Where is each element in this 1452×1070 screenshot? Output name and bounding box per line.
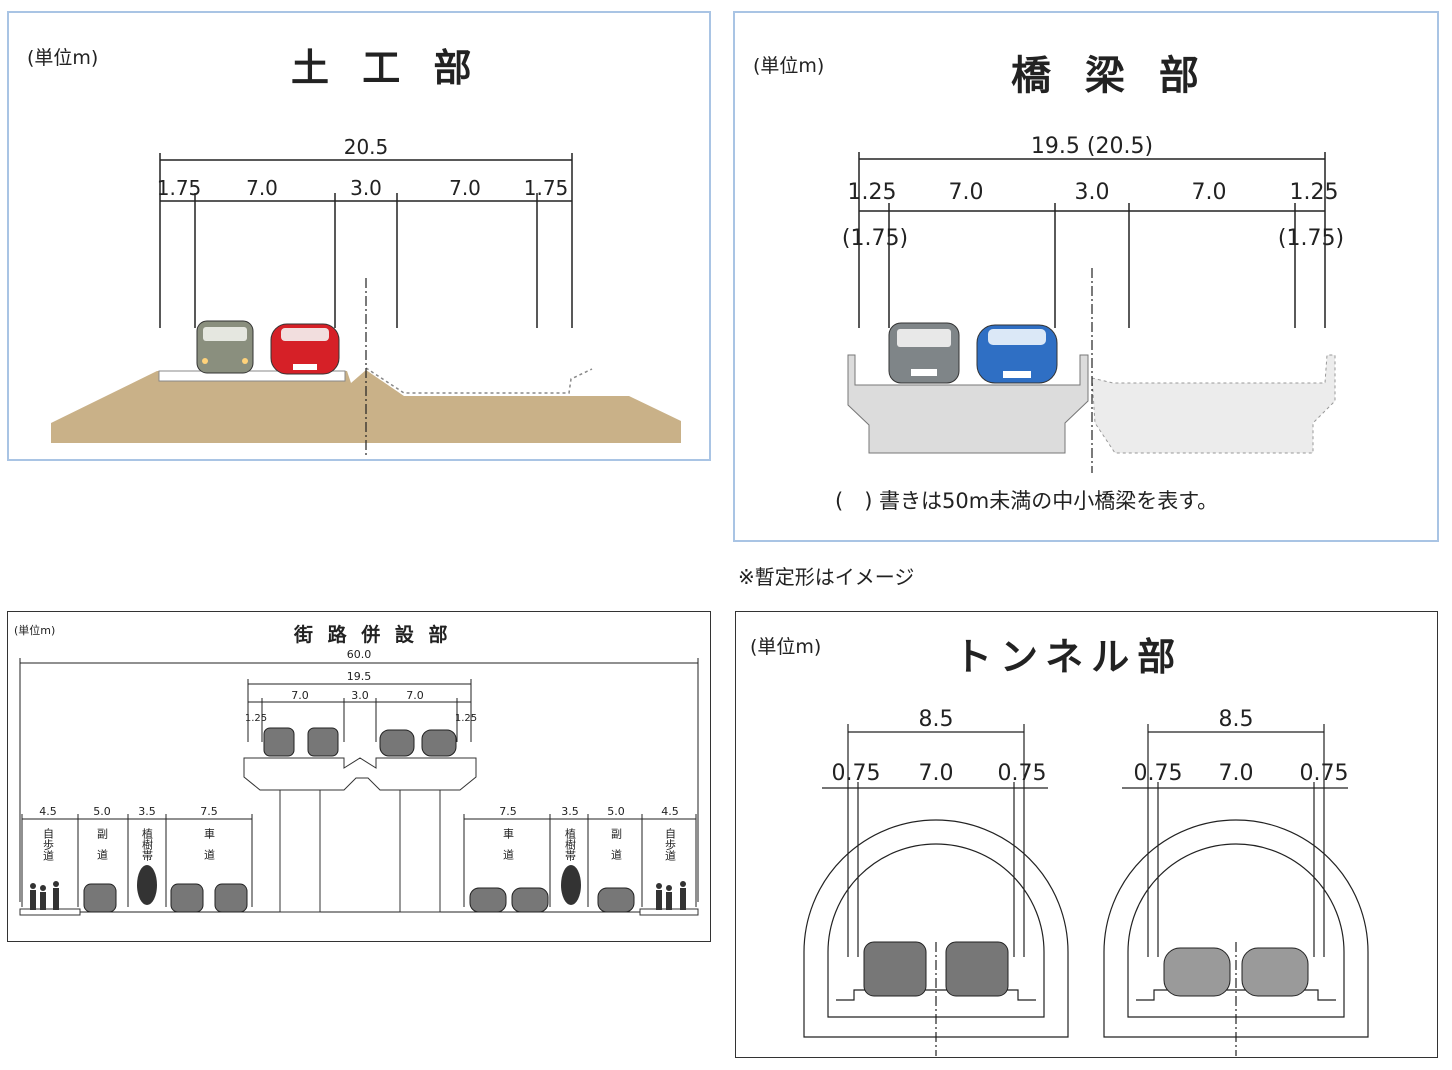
car-icon xyxy=(888,322,960,384)
dim-left-seg-1: 0.75 xyxy=(832,761,881,786)
provisional-note: ※暫定形はイメージ xyxy=(738,565,915,589)
dim-seg-1: 1.75 xyxy=(157,176,202,200)
dim-seg-4: 7.0 xyxy=(1192,180,1227,205)
dim-seg-4: 7.0 xyxy=(449,176,481,200)
dim-left-4: 7.5 xyxy=(200,805,218,818)
car-icon xyxy=(170,883,204,913)
car-icon xyxy=(597,887,635,913)
dim-seg-1: 1.25 xyxy=(848,180,897,205)
earthwork-diagram: 20.5 1.75 7.0 3.0 7.0 1.75 xyxy=(51,135,681,458)
dim-alt-left: (1.75) xyxy=(842,226,908,251)
car-icon xyxy=(196,320,254,374)
dim-alt-right: (1.75) xyxy=(1278,226,1344,251)
dim-seg-3: 3.0 xyxy=(350,176,382,200)
street-panel: 60.0 19.5 7.0 3.0 7.0 1.25 1.25 4.5 5.0 … xyxy=(7,611,711,942)
car-icon xyxy=(511,887,549,913)
unit-label: (単位m) xyxy=(14,624,56,637)
tunnel-left xyxy=(803,724,1069,1056)
dim-total: 19.5 (20.5) xyxy=(1031,134,1153,159)
viaduct-deck xyxy=(243,757,477,791)
earthwork-panel: 20.5 1.75 7.0 3.0 7.0 1.75 (単位m) 土 工 部 xyxy=(7,11,711,461)
lane-label-left-1: 自歩道 xyxy=(42,828,55,861)
dim-left-1: 4.5 xyxy=(39,805,57,818)
dim-right-1: 7.5 xyxy=(499,805,517,818)
dim-total: 60.0 xyxy=(347,648,372,661)
dim-upper-total: 19.5 xyxy=(347,670,372,683)
dim-left-3: 3.5 xyxy=(138,805,156,818)
panel-title: 橋 梁 部 xyxy=(1011,53,1209,99)
unit-label: (単位m) xyxy=(27,47,99,69)
dim-total: 20.5 xyxy=(344,135,389,159)
car-icon xyxy=(1241,947,1309,997)
dim-seg-5: 1.75 xyxy=(524,176,569,200)
car-icon xyxy=(270,323,340,375)
unit-label: (単位m) xyxy=(750,636,822,658)
dim-left-total: 8.5 xyxy=(919,707,954,732)
street-diagram: 60.0 19.5 7.0 3.0 7.0 1.25 1.25 4.5 5.0 … xyxy=(19,648,699,916)
car-icon xyxy=(214,883,248,913)
car-icon xyxy=(421,729,457,757)
bridge-panel: 19.5 (20.5) 1.25 7.0 3.0 7.0 1.25 (1.75)… xyxy=(733,11,1439,542)
car-icon xyxy=(976,324,1058,384)
dim-left-2: 5.0 xyxy=(93,805,111,818)
dim-upper-edge-left: 1.25 xyxy=(245,713,267,724)
car-icon xyxy=(263,727,295,757)
lane-label-left-2: 副道 xyxy=(96,828,109,870)
tunnel-diagram: 8.5 0.75 7.0 0.75 8.5 0.75 7.0 0.75 xyxy=(803,707,1369,1056)
lane-label-right-3: 副道 xyxy=(610,828,623,870)
dim-right-seg-1: 0.75 xyxy=(1134,761,1183,786)
dim-right-seg-3: 0.75 xyxy=(1300,761,1349,786)
unit-label: (単位m) xyxy=(753,55,825,77)
dim-right-2: 3.5 xyxy=(561,805,579,818)
car-icon xyxy=(83,883,117,913)
dim-seg-3: 3.0 xyxy=(1075,180,1110,205)
bridge-deck xyxy=(847,354,1089,454)
dim-right-3: 5.0 xyxy=(607,805,625,818)
dim-upper-seg-2: 3.0 xyxy=(351,689,369,702)
tree-icon xyxy=(561,865,581,905)
bridge-note: ( ) 書きは50m未満の中小橋梁を表す。 xyxy=(835,489,1219,513)
dim-seg-2: 7.0 xyxy=(949,180,984,205)
car-icon xyxy=(1163,947,1231,997)
pedestrian-icon xyxy=(656,881,686,910)
dim-seg-2: 7.0 xyxy=(246,176,278,200)
lane-label-right-4: 自歩道 xyxy=(664,828,677,861)
panel-title: 土 工 部 xyxy=(291,46,482,90)
bridge-diagram: 19.5 (20.5) 1.25 7.0 3.0 7.0 1.25 (1.75)… xyxy=(842,134,1344,473)
tree-icon xyxy=(137,865,157,905)
lane-label-right-2: 植樹帯 xyxy=(564,827,577,861)
dim-right-total: 8.5 xyxy=(1219,707,1254,732)
dim-left-seg-2: 7.0 xyxy=(919,761,954,786)
car-icon xyxy=(469,887,507,913)
dim-upper-seg-1: 7.0 xyxy=(291,689,309,702)
dim-right-seg-2: 7.0 xyxy=(1219,761,1254,786)
tunnel-right xyxy=(1103,724,1369,1056)
tunnel-panel: 8.5 0.75 7.0 0.75 8.5 0.75 7.0 0.75 (単位m… xyxy=(735,611,1438,1058)
dim-left-seg-3: 0.75 xyxy=(998,761,1047,786)
lane-label-left-3: 植樹帯 xyxy=(141,827,154,861)
car-icon xyxy=(307,727,339,757)
dim-seg-5: 1.25 xyxy=(1290,180,1339,205)
car-icon xyxy=(945,941,1009,997)
dim-upper-seg-3: 7.0 xyxy=(406,689,424,702)
panel-title: 街 路 併 設 部 xyxy=(294,624,452,646)
panel-title: トンネル部 xyxy=(954,635,1184,679)
car-icon xyxy=(863,941,927,997)
dim-upper-edge-right: 1.25 xyxy=(455,713,477,724)
dim-right-4: 4.5 xyxy=(661,805,679,818)
lane-label-right-1: 車道 xyxy=(502,827,515,870)
pedestrian-icon xyxy=(30,881,59,910)
car-icon xyxy=(379,729,415,757)
lane-label-left-4: 車道 xyxy=(203,827,216,870)
